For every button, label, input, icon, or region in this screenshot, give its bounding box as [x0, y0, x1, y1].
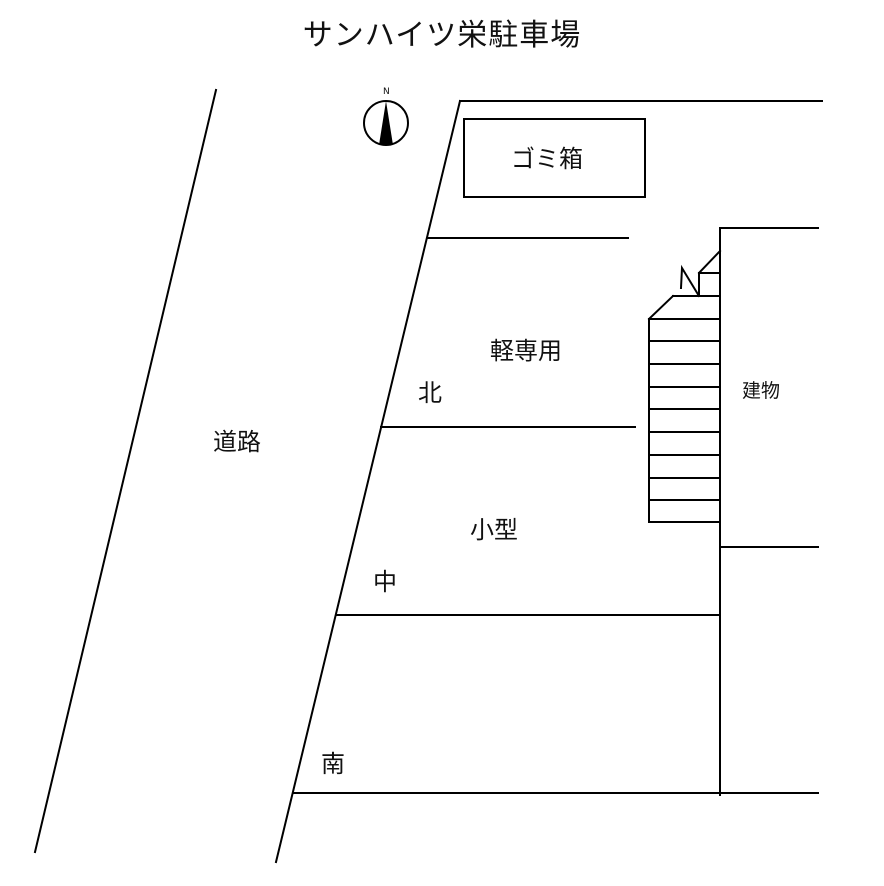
trash-box	[463, 118, 646, 198]
north-arrow-icon	[363, 100, 409, 146]
building-label: 建物	[742, 380, 781, 402]
road-edge-line	[33, 88, 218, 854]
compass-n-label: N	[383, 87, 390, 97]
space-middle-label: 中	[373, 568, 397, 596]
space-north-label: 北	[418, 379, 442, 407]
space-type-kei-label: 軽専用	[490, 337, 562, 365]
page-title: サンハイツ栄駐車場	[302, 18, 582, 53]
stairs	[647, 249, 722, 523]
space-south-label: 南	[321, 750, 345, 778]
lot-boundary-line	[274, 99, 462, 864]
trash-box-label: ゴミ箱	[511, 145, 583, 173]
road-label: 道路	[213, 428, 261, 456]
space-type-small-label: 小型	[470, 516, 518, 544]
